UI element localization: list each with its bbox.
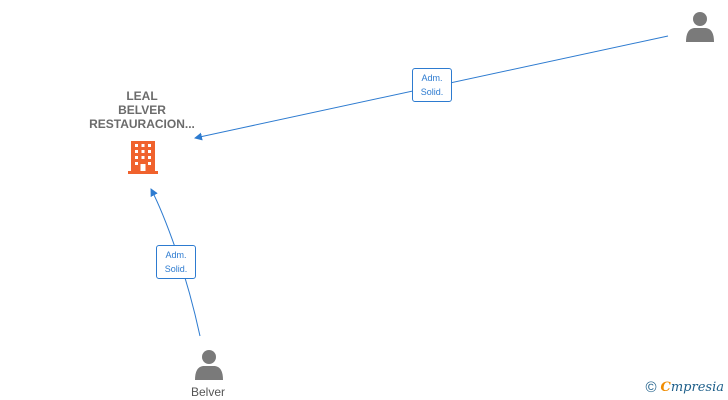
company-name-line: LEAL (126, 89, 158, 103)
edge-role-line: Solid. (420, 87, 444, 97)
edge-role-line: Adm. (165, 250, 187, 260)
edge-label-top: Adm. Solid. (412, 68, 452, 102)
company-name[interactable]: LEAL BELVER RESTAURACION... (82, 89, 202, 131)
copyright-icon: © (645, 379, 657, 396)
edge-role-line: Adm. (421, 73, 443, 83)
brand-footer[interactable]: © Cmpresia (645, 379, 724, 396)
company-name-line: RESTAURACION... (89, 117, 195, 131)
building-icon[interactable] (128, 141, 158, 174)
brand-logo: Cmpresia (661, 380, 725, 395)
brand-logo-initial: C (660, 380, 671, 395)
edge-role-line: Solid. (164, 264, 188, 274)
edge-label-bottom: Adm. Solid. (156, 245, 196, 279)
brand-logo-text: mpresia (670, 380, 724, 395)
person-icon[interactable] (686, 12, 714, 42)
person-name-belver[interactable]: Belver (190, 385, 225, 399)
person-icon[interactable] (195, 350, 223, 380)
company-name-line: BELVER (118, 103, 166, 117)
